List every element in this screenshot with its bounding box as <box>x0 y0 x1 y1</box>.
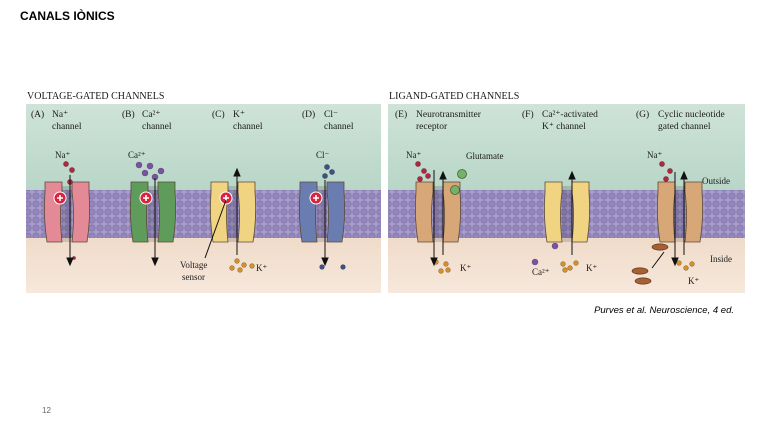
svg-text:Voltage: Voltage <box>180 260 207 270</box>
svg-text:(D): (D) <box>302 109 315 120</box>
svg-text:(F): (F) <box>522 109 534 120</box>
voltage-sensor-plus-icon <box>309 191 323 205</box>
na-ions-g <box>659 161 673 182</box>
citation: Purves et al. Neuroscience, 4 ed. <box>594 305 734 316</box>
flux-arrows <box>66 167 688 269</box>
na-channel <box>43 181 91 243</box>
cl-channel <box>298 181 346 243</box>
ca-activated-k-channel <box>543 181 591 243</box>
svg-text:Na⁺: Na⁺ <box>406 150 421 160</box>
k-ions-g <box>676 260 695 271</box>
svg-text:Cl⁻: Cl⁻ <box>316 150 330 160</box>
ca-channel <box>129 181 177 243</box>
svg-text:(E): (E) <box>395 109 407 120</box>
svg-text:(G): (G) <box>636 109 649 120</box>
ca-ions-f <box>531 242 559 266</box>
svg-text:receptor: receptor <box>416 122 448 132</box>
page-number: 12 <box>42 406 51 415</box>
k-channel <box>209 181 257 243</box>
svg-text:Na⁺: Na⁺ <box>647 150 662 160</box>
svg-text:channel: channel <box>142 122 172 132</box>
svg-text:channel: channel <box>52 122 82 132</box>
svg-text:Ca²⁺: Ca²⁺ <box>128 150 146 160</box>
svg-text:sensor: sensor <box>182 272 205 282</box>
svg-text:Inside: Inside <box>710 254 732 264</box>
svg-text:Ca²⁺-activated: Ca²⁺-activated <box>542 110 598 120</box>
panel-c-caption: (C) K⁺ channel <box>212 109 263 132</box>
panel-d-caption: (D) Cl⁻ channel <box>302 109 354 132</box>
svg-text:K⁺: K⁺ <box>233 110 245 120</box>
svg-text:channel: channel <box>233 122 263 132</box>
k-ions-e <box>433 259 451 274</box>
slide-title: CANALS IÒNICS <box>20 9 115 23</box>
k-ions-c <box>229 258 255 273</box>
panel-g-caption: (G) Cyclic nucleotide gated channel <box>636 109 725 132</box>
ligand-gated-heading: LIGAND-GATED CHANNELS <box>389 91 519 102</box>
svg-text:(C): (C) <box>212 109 225 120</box>
k-ions-f <box>560 260 579 273</box>
svg-text:K⁺: K⁺ <box>688 276 699 286</box>
svg-text:K⁺: K⁺ <box>256 263 267 273</box>
svg-text:gated channel: gated channel <box>658 122 711 132</box>
svg-text:Neurotransmitter: Neurotransmitter <box>416 110 482 120</box>
svg-text:Cyclic nucleotide: Cyclic nucleotide <box>658 110 725 120</box>
voltage-gated-heading: VOLTAGE-GATED CHANNELS <box>27 91 164 102</box>
neurotransmitter-receptor <box>414 181 462 243</box>
svg-text:(A): (A) <box>31 109 44 120</box>
svg-text:Glutamate: Glutamate <box>466 151 504 161</box>
panel-a-caption: (A) Na⁺ channel <box>31 109 82 132</box>
cyclic-nucleotide-channel <box>656 181 704 243</box>
glutamate-molecules <box>450 169 467 195</box>
voltage-sensor-plus-icon <box>219 191 233 205</box>
svg-text:Na⁺: Na⁺ <box>55 150 70 160</box>
svg-text:K⁺: K⁺ <box>586 263 597 273</box>
figure-labels: Na⁺ Ca²⁺ Cl⁻ Voltage sensor K⁺ Na⁺ Gluta… <box>55 150 732 286</box>
svg-text:(B): (B) <box>122 109 135 120</box>
cl-ions-d <box>322 164 335 179</box>
panel-b-caption: (B) Ca²⁺ channel <box>122 109 172 132</box>
panel-e-caption: (E) Neurotransmitter receptor <box>395 109 482 132</box>
svg-text:Na⁺: Na⁺ <box>52 110 68 120</box>
svg-text:Outside: Outside <box>702 176 730 186</box>
panel-f-caption: (F) Ca²⁺-activated K⁺ channel <box>522 109 598 132</box>
svg-text:K⁺: K⁺ <box>460 263 471 273</box>
svg-text:Ca²⁺: Ca²⁺ <box>142 110 160 120</box>
voltage-sensor-plus-icon <box>53 191 67 205</box>
na-ions-e <box>415 161 431 182</box>
cyclic-nucleotide-molecules <box>631 243 669 285</box>
ca-ions-b <box>135 161 165 181</box>
svg-text:channel: channel <box>324 122 354 132</box>
svg-text:K⁺ channel: K⁺ channel <box>542 122 586 132</box>
voltage-sensor-plus-icon <box>139 191 153 205</box>
svg-text:Ca²⁺: Ca²⁺ <box>532 267 550 277</box>
svg-text:Cl⁻: Cl⁻ <box>324 110 338 120</box>
cl-ions-inside-d <box>319 264 346 270</box>
